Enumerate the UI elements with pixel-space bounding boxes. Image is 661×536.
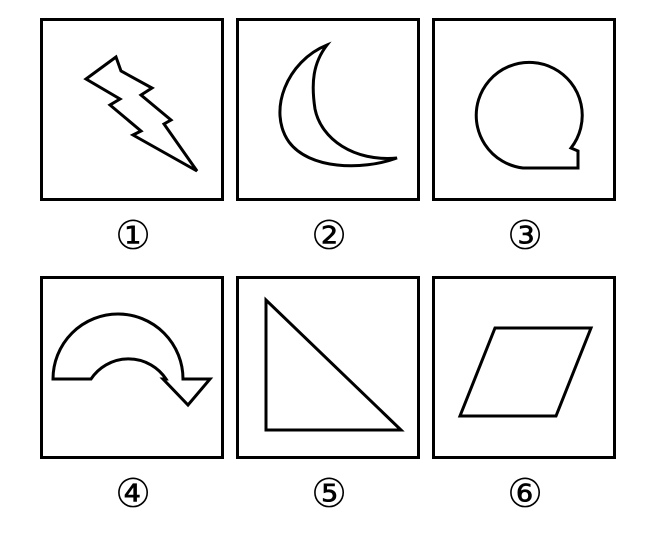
circle-with-notch-icon [474, 60, 584, 170]
panel-2 [236, 18, 420, 201]
crescent-moon-icon [278, 41, 398, 168]
right-triangle-icon [264, 296, 405, 432]
panel-4 [40, 276, 224, 459]
panel-1 [40, 18, 224, 201]
panel-6 [432, 276, 616, 459]
figure-label-2: ② [311, 213, 347, 259]
figure-label-6: ⑥ [507, 471, 543, 517]
figure-label-4: ④ [115, 471, 151, 517]
panel-5 [236, 276, 420, 459]
parallelogram-icon [457, 326, 594, 418]
figure-label-5: ⑤ [311, 471, 347, 517]
panel-3 [432, 18, 616, 201]
figure-label-1: ① [115, 213, 151, 259]
figure-label-3: ③ [507, 213, 543, 259]
lightning-bolt-icon [83, 54, 199, 173]
curved-arrow-icon [51, 312, 214, 408]
